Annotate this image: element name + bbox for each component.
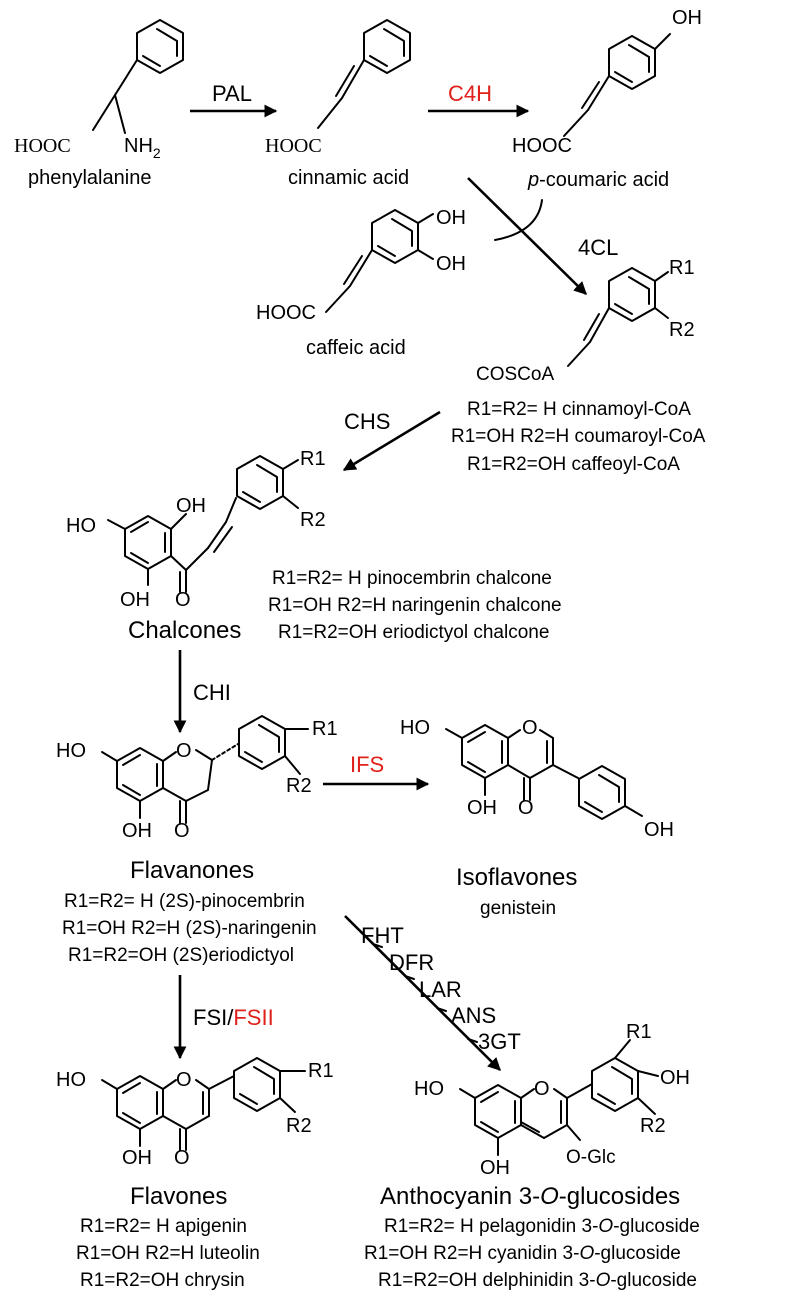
enzyme-c4h: C4H [448, 81, 492, 106]
coa-coscoa: COSCoA [476, 364, 554, 385]
flavone-line-1: R1=R2= H apigenin [80, 1216, 247, 1237]
flavanone-r1: R1 [312, 718, 338, 740]
flavanone-line-3: R1=R2=OH (2S)eriodictyol [68, 945, 294, 966]
coa-line-1: R1=R2= H cinnamoyl-CoA [467, 399, 691, 420]
anthocyanin-r1: R1 [626, 1021, 652, 1043]
anthocyanin-line-1: R1=R2= H pelagonidin 3-O-glucoside [384, 1216, 700, 1237]
coa-ester-structure [567, 267, 669, 367]
enzyme-chs: CHS [344, 409, 390, 434]
caffeic-acid-label: caffeic acid [306, 337, 406, 359]
phenylalanine-label: phenylalanine [28, 167, 151, 189]
anthocyanins-title: Anthocyanin 3-O-glucosides [380, 1183, 680, 1210]
flavanone-keto-o: O [174, 820, 190, 842]
anthocyanin-r2: R2 [640, 1115, 666, 1137]
flavones-title: Flavones [130, 1183, 227, 1210]
flavanone-line-1: R1=R2= H (2S)-pinocembrin [64, 891, 305, 912]
step-tick-4 [467, 1038, 478, 1043]
cinnamic-acid-structure [317, 19, 411, 129]
enzyme-pal: PAL [212, 81, 252, 106]
isoflavone-oh: OH [467, 797, 497, 819]
chalcone-keto-o: O [175, 589, 191, 611]
phenylalanine-structure [92, 19, 184, 134]
step-tick-3 [436, 1007, 447, 1012]
flavone-line-2: R1=OH R2=H luteolin [76, 1243, 260, 1264]
anthocyanin-ring-o: O [534, 1078, 550, 1100]
caffeic-hooc: HOOC [256, 302, 316, 324]
enzyme-dfr: DFR [389, 950, 434, 975]
enzyme-ans: ANS [451, 1003, 496, 1028]
chalcone-oh-top: OH [176, 495, 206, 517]
step-tick-1 [372, 943, 383, 948]
step-tick-2 [404, 975, 415, 980]
flavanone-ring-o: O [176, 740, 192, 762]
flavone-r1: R1 [308, 1060, 334, 1082]
enzyme-lar: LAR [419, 977, 462, 1002]
chalcone-line-2: R1=OH R2=H naringenin chalcone [268, 595, 562, 616]
anthocyanin-line-3: R1=R2=OH delphinidin 3-O-glucoside [378, 1270, 697, 1291]
chalcone-line-1: R1=R2= H pinocembrin chalcone [272, 568, 552, 589]
anthocyanin-arrow [344, 915, 501, 1071]
chalcone-structure [107, 455, 299, 593]
chalcone-oh-bottom: OH [120, 589, 150, 611]
flavone-ho: HO [56, 1069, 86, 1091]
isoflavone-ring-o: O [522, 717, 538, 739]
enzyme-ifs: IFS [350, 752, 384, 777]
anthocyanin-structure [459, 1039, 659, 1156]
caffeic-oh-1: OH [436, 207, 466, 229]
flavone-structure [101, 1057, 306, 1151]
coa-line-3: R1=R2=OH caffeoyl-CoA [467, 454, 680, 475]
cinnamic-hooc: HOOC [265, 135, 322, 157]
cl4-curve [494, 199, 543, 241]
flavanone-structure [101, 715, 309, 824]
chs-arrow [342, 410, 441, 472]
anthocyanin-oh-b: OH [660, 1067, 690, 1089]
enzyme-chi: CHI [193, 680, 231, 705]
enzyme-fs: FSI/FSII [193, 1005, 274, 1030]
flavone-r2: R2 [286, 1115, 312, 1137]
flavone-line-3: R1=R2=OH chrysin [80, 1270, 245, 1291]
isoflavone-keto-o: O [518, 797, 534, 819]
chalcones-title: Chalcones [128, 617, 241, 644]
chalcone-ho: HO [66, 515, 96, 537]
flavone-ring-o: O [176, 1069, 192, 1091]
coa-r1: R1 [669, 257, 695, 279]
isoflavone-oh-b: OH [644, 819, 674, 841]
flavanones-title: Flavanones [130, 857, 254, 884]
anthocyanin-oh: OH [480, 1157, 510, 1179]
coumaric-acid-label: p-coumaric acid [527, 169, 669, 191]
cl4-arrow [467, 177, 587, 295]
anthocyanin-ho: HO [414, 1078, 444, 1100]
coa-r2: R2 [669, 319, 695, 341]
isoflavone-ho: HO [400, 717, 430, 739]
chalcone-r2: R2 [300, 509, 326, 531]
enzyme-3gt: 3GT [478, 1029, 521, 1054]
flavone-oh: OH [122, 1147, 152, 1169]
coumaric-oh: OH [672, 7, 702, 29]
coumaric-acid-structure [563, 33, 671, 137]
isoflavones-title: Isoflavones [456, 864, 577, 891]
enzyme-4cl: 4CL [578, 235, 618, 260]
flavone-keto-o: O [174, 1147, 190, 1169]
flavanone-ho: HO [56, 740, 86, 762]
enzyme-fht: FHT [361, 923, 404, 948]
coa-line-2: R1=OH R2=H coumaroyl-CoA [451, 426, 706, 447]
phenylalanine-nh: NH2 [124, 135, 161, 161]
chalcone-line-3: R1=R2=OH eriodictyol chalcone [278, 622, 549, 643]
flavanone-line-2: R1=OH R2=H (2S)-naringenin [62, 918, 317, 939]
flavanone-r2: R2 [286, 775, 312, 797]
anthocyanin-oglc: O-Glc [566, 1147, 616, 1168]
phenylalanine-hooc: HOOC [14, 135, 71, 157]
chalcone-r1: R1 [300, 448, 326, 470]
isoflavone-structure [445, 724, 643, 820]
coumaric-hooc: HOOC [512, 135, 572, 157]
isoflavone-genistein: genistein [480, 898, 556, 919]
caffeic-acid-structure [325, 209, 434, 313]
flavanone-oh: OH [122, 820, 152, 842]
anthocyanin-line-2: R1=OH R2=H cyanidin 3-O-glucoside [364, 1243, 681, 1264]
caffeic-oh-2: OH [436, 253, 466, 275]
cinnamic-acid-label: cinnamic acid [288, 167, 409, 189]
